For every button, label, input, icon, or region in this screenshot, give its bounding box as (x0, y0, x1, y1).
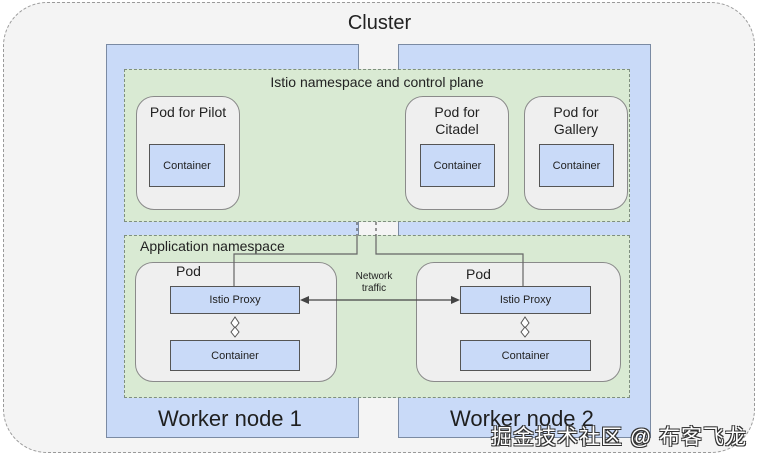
app-pod-2-container: Container (460, 340, 591, 371)
app-pod-2-title: Pod (466, 266, 491, 282)
link-diamond-2-bottom (520, 326, 530, 338)
link-diamond-1-bottom (230, 326, 240, 338)
network-arrow-right (451, 296, 460, 304)
app-pod-2-istio-proxy: Istio Proxy (460, 286, 591, 314)
network-arrow-left (300, 296, 309, 304)
control-to-proxy-1-line (233, 235, 358, 286)
citadel-container: Container (420, 144, 495, 187)
pod-pilot-title: Pod for Pilot (149, 104, 227, 120)
pod-citadel-title: Pod for Citadel (434, 104, 480, 137)
app-pod-1-title: Pod (176, 263, 201, 279)
control-to-proxy-2-line (375, 235, 524, 286)
pilot-container: Container (149, 144, 225, 187)
watermark-text: 掘金技术社区 @ 布客飞龙 (491, 426, 747, 449)
pod-gallery-title: Pod for Gallery (553, 104, 599, 137)
cluster-title: Cluster (347, 12, 412, 34)
network-traffic-label: Network traffic (340, 271, 408, 295)
app-pod-1-istio-proxy: Istio Proxy (170, 286, 300, 314)
app-pod-1-container: Container (170, 340, 300, 371)
gallery-container: Container (539, 144, 614, 187)
control-namespace-label: Istio namespace and control plane (270, 74, 484, 90)
worker-node-1-label: Worker node 1 (158, 406, 302, 431)
worker-node-2-label: Worker node 2 (450, 406, 594, 431)
application-namespace-label: Application namespace (140, 238, 285, 254)
